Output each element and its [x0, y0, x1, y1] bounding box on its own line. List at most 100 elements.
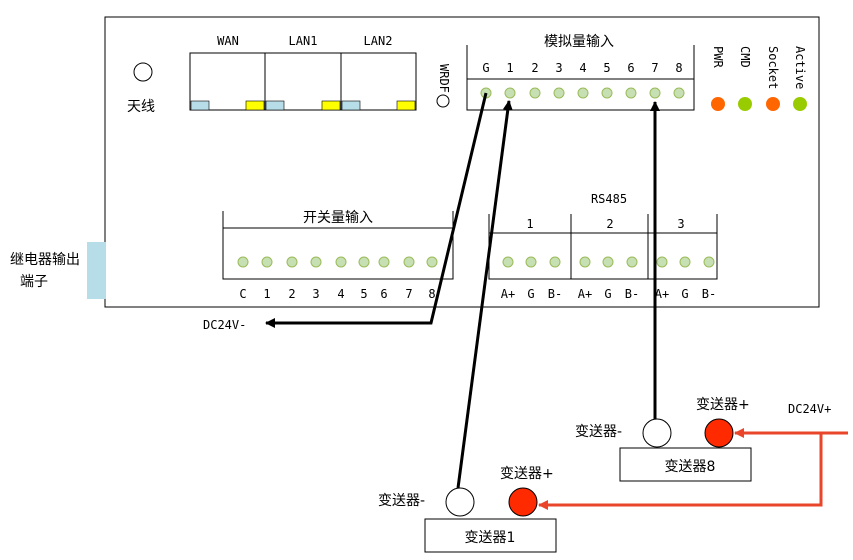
- transmitter1-plus-label: 变送器+: [500, 466, 554, 482]
- analog-pin-terminal: [601, 87, 613, 99]
- digital-pin-terminal: [378, 256, 390, 268]
- digital-pin-label: 7: [405, 287, 412, 301]
- status-led-icon: [766, 97, 780, 111]
- relay-label-line1: 继电器输出: [10, 252, 80, 268]
- wire-dc24v-plus-to-transmitter1: [538, 433, 823, 510]
- analog-pin-label: 4: [579, 61, 586, 75]
- port-label-wan: WAN: [217, 34, 239, 48]
- rs485-pin-terminal: [656, 256, 668, 268]
- digital-pin-label: 1: [263, 287, 270, 301]
- led-label: CMD: [738, 46, 752, 68]
- antenna-label: 天线: [127, 99, 155, 115]
- rs485-pin-terminal: [502, 256, 514, 268]
- rs485-title: RS485: [591, 192, 627, 206]
- transmitter8-plus-terminal: [704, 418, 734, 448]
- rs485-pin-label: G: [681, 287, 688, 301]
- analog-pin-label: 6: [627, 61, 634, 75]
- led-label: Active: [793, 46, 807, 89]
- led-label: Socket: [766, 46, 780, 89]
- rs485-pin-label: A+: [501, 287, 515, 301]
- rs485-pin-terminal: [579, 256, 591, 268]
- rs485-pin-label: B-: [548, 287, 562, 301]
- analog-title: 模拟量输入: [544, 34, 614, 50]
- digital-title: 开关量输入: [303, 210, 373, 226]
- lan1-link-light: [265, 100, 285, 111]
- digital-pin-terminal: [403, 256, 415, 268]
- analog-pin-terminal: [553, 87, 565, 99]
- transmitter8-plus-label: 变送器+: [696, 397, 750, 413]
- analog-pin-label: 3: [555, 61, 562, 75]
- transmitter1-name: 变送器1: [465, 530, 516, 546]
- analog-pin-terminal: [504, 87, 516, 99]
- digital-pin-terminal: [286, 256, 298, 268]
- analog-pin-label: 1: [506, 61, 513, 75]
- port-label-lan2: LAN2: [364, 34, 393, 48]
- rs485-pin-label: A+: [655, 287, 669, 301]
- device-outline: [104, 16, 820, 308]
- status-leds: PWR CMD Socket Active: [711, 46, 807, 111]
- rs485-pin-terminal: [602, 256, 614, 268]
- transmitter1-plus-terminal: [508, 487, 538, 517]
- ethernet-ports: WAN LAN1 LAN2: [189, 34, 417, 111]
- digital-pin-label: 4: [337, 287, 344, 301]
- transmitter8-box: [619, 447, 752, 482]
- analog-pin-label: G: [482, 61, 489, 75]
- digital-pin-terminal: [310, 256, 322, 268]
- lan2-act-light: [396, 100, 416, 111]
- digital-pin-terminal: [335, 256, 347, 268]
- status-led-icon: [738, 97, 752, 111]
- wrdf-indicator-icon: [436, 94, 450, 108]
- digital-pin-label: 2: [288, 287, 295, 301]
- led-label: PWR: [711, 46, 725, 68]
- digital-pin-label: 8: [428, 287, 435, 301]
- digital-pin-label: C: [239, 287, 246, 301]
- transmitter1-box: [424, 518, 557, 553]
- wan-act-light: [245, 100, 265, 111]
- transmitter8-minus-terminal: [642, 418, 672, 448]
- relay-label-line2: 端子: [20, 274, 48, 290]
- analog-pin-terminal: [649, 87, 661, 99]
- dc24v-minus-label: DC24V-: [203, 318, 246, 332]
- digital-pin-terminal: [426, 256, 438, 268]
- wire-transmitter1-to-analog1: [456, 100, 513, 489]
- wan-link-light: [190, 100, 210, 111]
- rs485-pin-label: G: [527, 287, 534, 301]
- analog-pin-terminal: [673, 87, 685, 99]
- digital-pin-terminal: [358, 256, 370, 268]
- digital-terminal-outline: [222, 211, 454, 280]
- antenna-icon: [133, 62, 153, 82]
- rs485-pin-label: A+: [578, 287, 592, 301]
- digital-pin-terminal: [261, 256, 273, 268]
- rs485-pin-label: B-: [625, 287, 639, 301]
- rs485-pin-label: G: [604, 287, 611, 301]
- rs485-pin-terminal: [626, 256, 638, 268]
- lan1-act-light: [321, 100, 341, 111]
- rs485-group-label: 3: [677, 217, 684, 231]
- transmitter1-minus-terminal: [445, 487, 475, 517]
- analog-pin-terminal: [625, 87, 637, 99]
- rs485-pin-terminal: [549, 256, 561, 268]
- digital-pin-terminal: [237, 256, 249, 268]
- wire-g-to-dc24v-minus: [265, 92, 488, 328]
- rs485-pin-terminal: [679, 256, 691, 268]
- analog-pin-label: 7: [651, 61, 658, 75]
- rs485-pin-label: B-: [702, 287, 716, 301]
- digital-pin-label: 6: [380, 287, 387, 301]
- rs485-pin-terminal: [703, 256, 715, 268]
- digital-pin-label: 5: [360, 287, 367, 301]
- rs485-group-label: 2: [606, 217, 613, 231]
- wrdf-label: WRDF: [437, 64, 451, 93]
- status-led-icon: [711, 97, 725, 111]
- relay-terminal-block: [87, 242, 106, 299]
- rs485-pin-terminal: [525, 256, 537, 268]
- analog-pin-label: 2: [531, 61, 538, 75]
- transmitter1-minus-label: 变送器-: [378, 493, 425, 509]
- analog-pin-label: 5: [603, 61, 610, 75]
- status-led-icon: [793, 97, 807, 111]
